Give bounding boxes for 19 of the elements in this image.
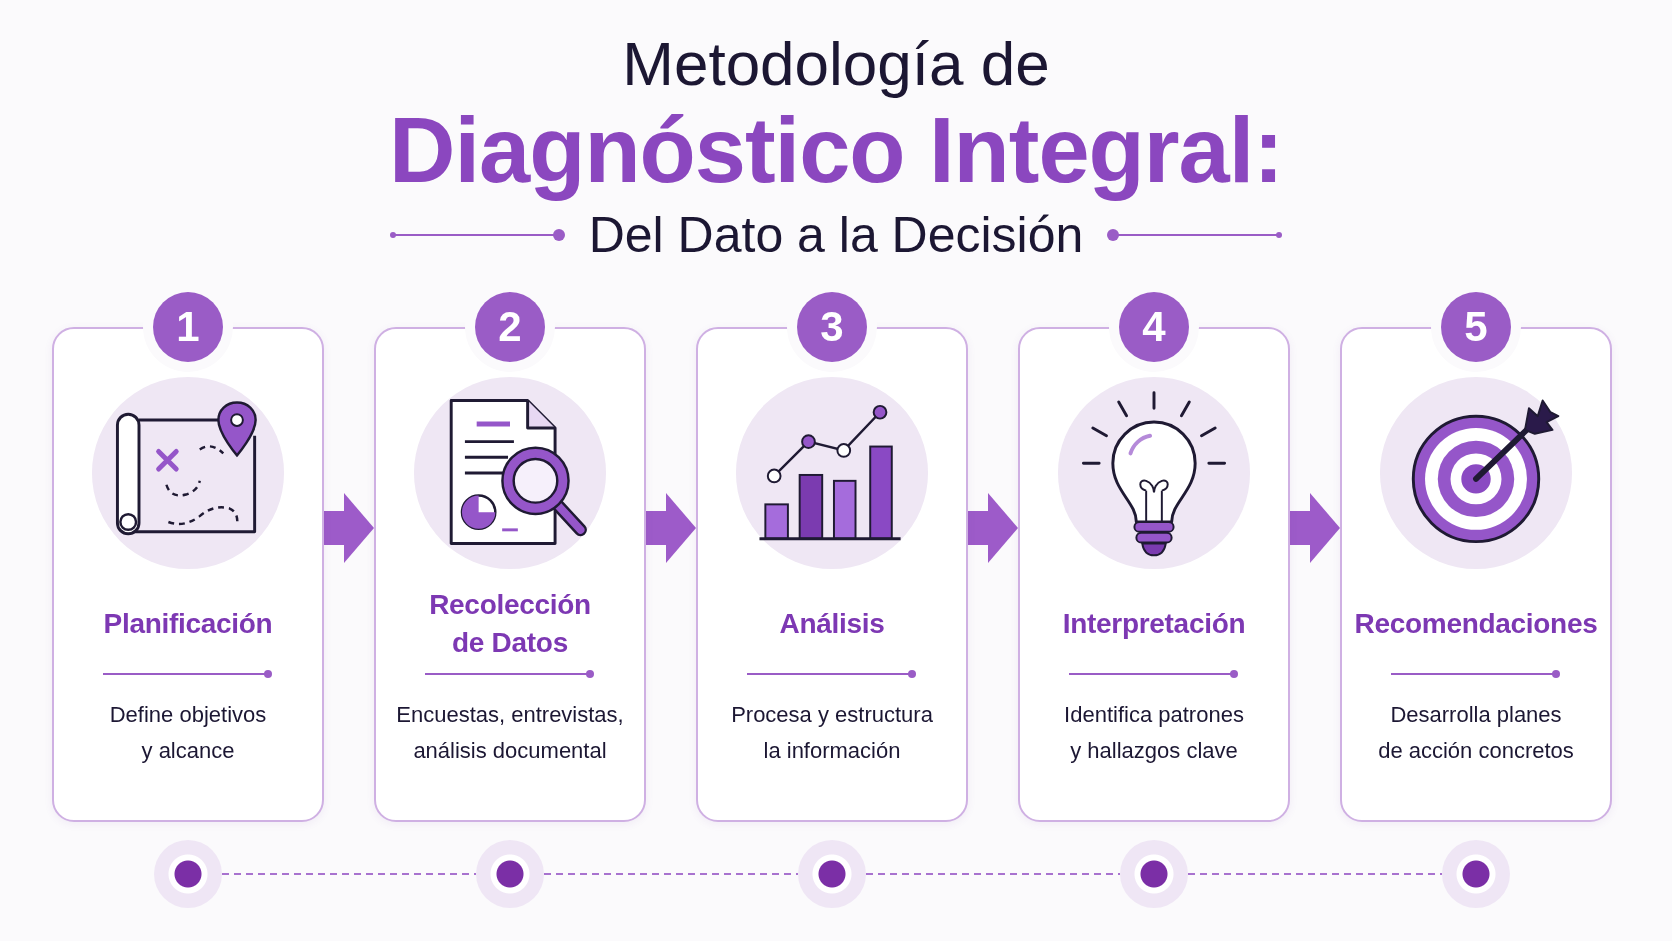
step-description: Desarrolla planes de acción concretos xyxy=(1377,701,1575,765)
step-title: Recomendaciones xyxy=(1354,607,1598,641)
subtitle: Del Dato a la Decisión xyxy=(588,206,1084,265)
step-description: Encuestas, entrevistas, análisis documental xyxy=(395,701,625,765)
dashed-connector-line xyxy=(543,873,799,875)
step-description: Define objetivos y alcance xyxy=(108,701,268,765)
dashed-connector-line xyxy=(1187,873,1443,875)
block-arrow xyxy=(646,493,696,563)
block-arrow xyxy=(1290,493,1340,563)
block-arrow xyxy=(968,493,1018,563)
step-description: Procesa y estructura la información xyxy=(730,701,934,765)
step-title: Recolección de Datos xyxy=(428,588,592,660)
step-title: Planificación xyxy=(103,607,273,641)
dashed-connector-line xyxy=(221,873,477,875)
block-arrow xyxy=(324,493,374,563)
step-title: Análisis xyxy=(779,607,885,641)
dashed-connector-line xyxy=(865,873,1121,875)
step-title: Interpretación xyxy=(1062,607,1246,641)
step-description: Identifica patrones y hallazgos clave xyxy=(1063,701,1245,765)
